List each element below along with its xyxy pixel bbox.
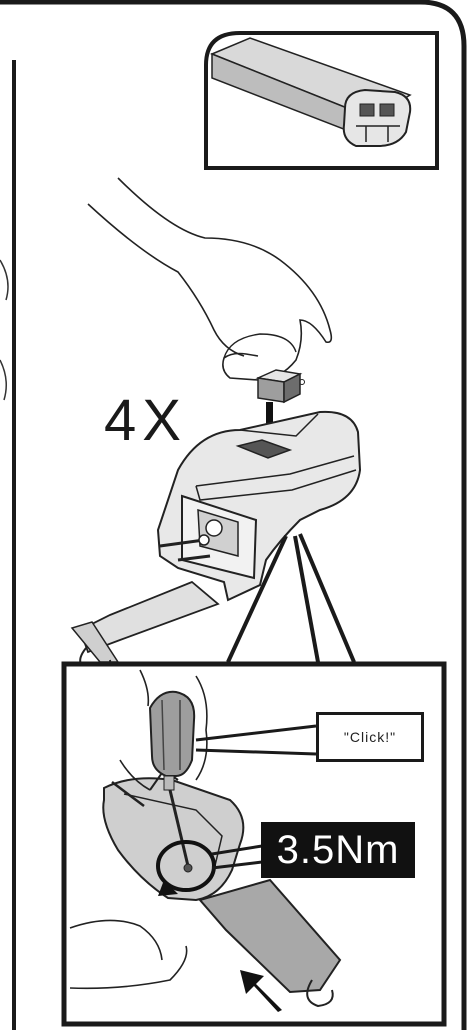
torque-value: 3.5Nm xyxy=(277,828,400,873)
square-nut-icon xyxy=(258,370,300,402)
hand-icon xyxy=(88,178,331,385)
crossbar-profile-inset xyxy=(206,33,437,168)
previous-step-edge xyxy=(0,260,8,400)
click-callout-text: "Click!" xyxy=(344,729,396,745)
torque-label: 3.5Nm xyxy=(261,822,415,878)
click-callout: "Click!" xyxy=(316,712,424,762)
strap-icon xyxy=(72,582,218,672)
multiplier-label: 4X xyxy=(104,392,187,450)
roof-rack-foot-icon xyxy=(158,412,360,600)
